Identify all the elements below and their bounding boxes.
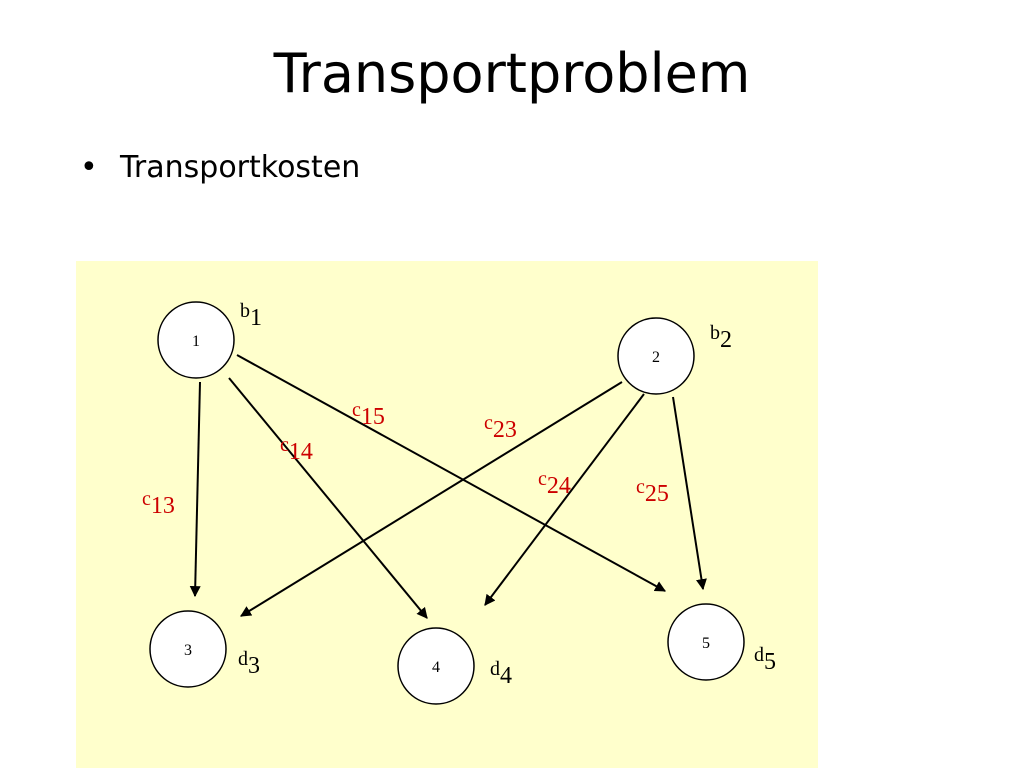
slide-title: Transportproblem	[273, 42, 751, 105]
node-1-circle	[157, 301, 235, 379]
edge-2-5-arrow	[672, 396, 707, 591]
transport-network-diagram: 1 2 3 4 5 c13 c14 c15 c23 c24 c25 b1 b2 d3 d4 d5	[76, 261, 818, 768]
edge-cost-label-c23: c23	[484, 412, 517, 443]
edge-1-4-arrow	[228, 377, 428, 619]
edge-cost-label-c13: c13	[142, 488, 175, 519]
edge-1-3-arrow	[189, 381, 201, 598]
node-1-quantity-label: b1	[240, 300, 262, 331]
edge-1-5-arrow	[236, 354, 666, 592]
node-2-quantity-label: b2	[710, 322, 732, 353]
node-3-label: 3	[184, 642, 192, 659]
diagram-canvas: 1 2 3 4 5 c13 c14 c15 c23 c24 c25 b1 b2 d3 d4 d5	[76, 261, 818, 768]
bullet-dot: •	[80, 150, 98, 185]
edge-cost-label-c15: c15	[352, 399, 385, 430]
edge-2-3-arrow	[240, 381, 623, 617]
node-5-label: 5	[702, 635, 710, 652]
edge-cost-label-c14: c14	[280, 434, 313, 465]
node-5-circle	[667, 603, 745, 681]
node-3-quantity-label: d3	[238, 648, 260, 679]
node-4-circle	[397, 627, 475, 705]
edge-cost-label-c24: c24	[538, 468, 571, 499]
bullet-text: Transportkosten	[120, 150, 361, 185]
node-2-circle	[617, 317, 695, 395]
node-4-quantity-label: d4	[490, 658, 512, 689]
edge-cost-label-c25: c25	[636, 476, 669, 507]
node-4-label: 4	[432, 659, 440, 676]
edge-2-4-arrow	[484, 393, 645, 606]
bullet-item: • Transportkosten	[80, 150, 360, 186]
node-1-label: 1	[192, 333, 200, 350]
node-5-quantity-label: d5	[754, 644, 776, 675]
node-3-circle	[149, 610, 227, 688]
node-2-label: 2	[652, 349, 660, 366]
